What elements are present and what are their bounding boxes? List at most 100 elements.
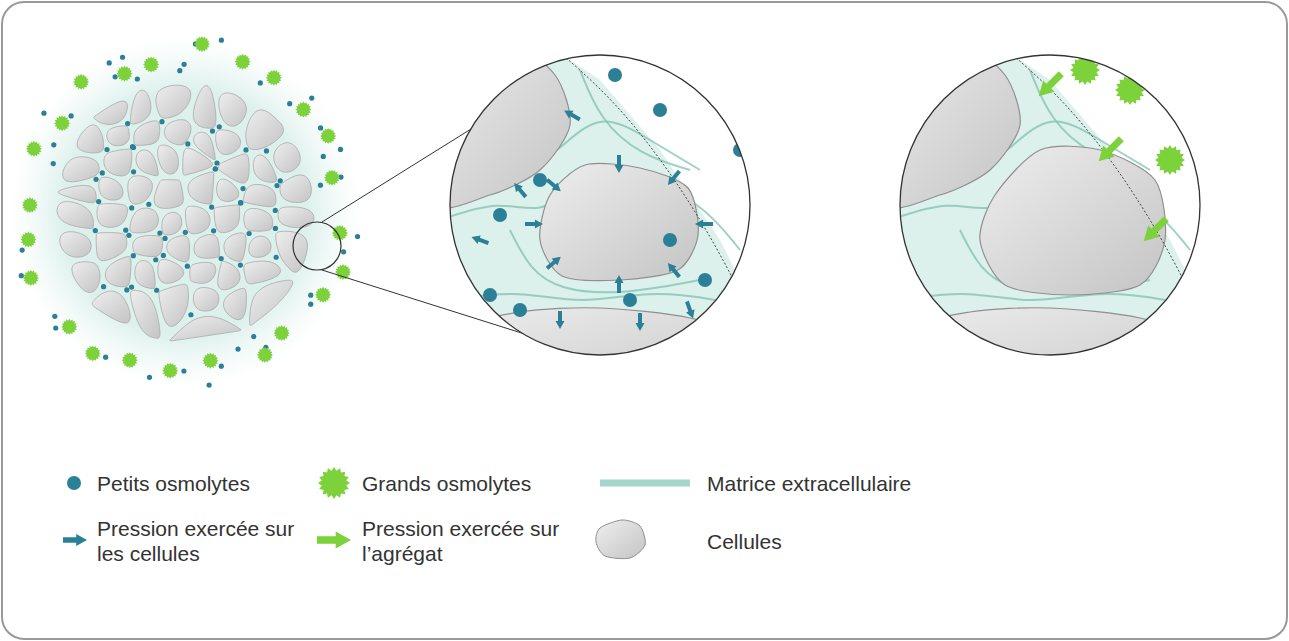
small-osmolyte <box>251 334 256 339</box>
cell <box>159 284 188 326</box>
magnified-view <box>0 0 792 406</box>
cell <box>540 163 699 280</box>
cell <box>250 280 293 325</box>
large-osmolyte <box>202 353 218 369</box>
cell-pressure-arrow <box>683 300 698 320</box>
cell <box>253 155 276 182</box>
cell <box>243 184 276 206</box>
small-osmolyte <box>274 183 279 188</box>
legend-label: Matrice extracellulaire <box>707 471 1007 496</box>
small-osmolyte <box>126 233 131 238</box>
cell <box>193 86 216 129</box>
cell <box>99 177 123 200</box>
cell <box>980 146 1166 295</box>
cell <box>193 288 218 312</box>
small-osmolyte <box>698 273 712 287</box>
small-osmolyte <box>146 202 151 207</box>
zoom-spot <box>293 222 341 270</box>
large-osmolyte <box>315 287 331 303</box>
cell <box>158 259 184 283</box>
small-osmolyte <box>129 205 134 210</box>
cell-pressure-arrow <box>664 168 682 188</box>
cell <box>156 85 191 118</box>
large-osmolyte <box>320 128 336 144</box>
large-osmolyte <box>335 264 351 280</box>
small-osmolyte <box>246 231 251 236</box>
cell-pressure-arrow <box>695 220 713 229</box>
small-osmolyte <box>211 228 216 233</box>
large-osmolyte <box>1155 145 1185 175</box>
small-osmolyte <box>238 200 243 205</box>
small-osmolyte <box>210 128 215 133</box>
cell <box>246 110 284 150</box>
small-osmolyte <box>41 111 46 116</box>
large-osmolyte <box>143 57 159 73</box>
aggregate-pressure-arrow <box>1033 68 1067 102</box>
aggregate-boundary <box>545 40 765 345</box>
small-osmolyte <box>103 355 108 360</box>
cell <box>164 120 191 145</box>
cell <box>92 291 130 323</box>
cell <box>170 316 241 340</box>
legend-label: Pression exercée sur l’agrégat <box>362 516 592 566</box>
cell <box>131 290 160 338</box>
small-osmolyte <box>493 208 507 222</box>
small-osmolyte <box>321 154 326 159</box>
cell <box>217 179 239 201</box>
large-osmolyte <box>1195 225 1225 255</box>
cell <box>418 308 792 406</box>
small-osmolyte <box>120 55 125 60</box>
large-osmolyte <box>116 66 132 82</box>
large-osmolyte <box>1175 305 1205 335</box>
small-osmolyte <box>123 228 128 233</box>
small-osmolyte <box>188 312 193 317</box>
small-osmolyte <box>217 124 222 129</box>
cell-pressure-arrow <box>615 275 624 293</box>
small-osmolyte <box>53 325 58 330</box>
large-osmolyte <box>22 197 38 213</box>
cell <box>107 126 130 146</box>
small-osmolyte <box>768 218 782 232</box>
small-osmolyte <box>159 119 164 124</box>
small-osmolyte <box>177 68 182 73</box>
small-osmolyte <box>243 147 248 152</box>
aggregate-pressure-arrow <box>1138 213 1172 247</box>
cell <box>57 202 93 229</box>
small-osmolyte <box>214 160 219 165</box>
small-osmolyte <box>258 80 263 85</box>
cell <box>133 235 163 256</box>
cell <box>219 93 247 126</box>
small-osmolyte <box>51 161 56 166</box>
cell <box>214 205 239 233</box>
cell-pressure-arrow <box>525 220 543 229</box>
cell <box>154 180 183 209</box>
small-osmolyte <box>308 302 313 307</box>
magnifier-outline <box>900 55 1200 355</box>
small-osmolyte <box>235 346 240 351</box>
cell <box>224 233 246 261</box>
cell <box>244 261 281 284</box>
cell <box>278 207 314 228</box>
small-osmolyte <box>162 236 167 241</box>
legend-label: Cellules <box>707 529 907 554</box>
cell <box>63 157 99 182</box>
cell-pressure-arrow <box>636 313 645 331</box>
large-osmolyte <box>235 54 251 70</box>
small-osmolyte <box>153 257 158 262</box>
small-osmolyte <box>308 293 313 298</box>
cell <box>135 261 155 289</box>
small-osmolyte <box>183 230 188 235</box>
small-osmolyte <box>93 228 98 233</box>
cell <box>72 262 100 293</box>
small-osmolyte <box>104 147 109 152</box>
small-osmolyte <box>213 166 218 171</box>
cell <box>94 101 128 124</box>
small-osmolyte <box>100 170 105 175</box>
small-osmolyte <box>207 382 212 387</box>
small-osmolyte <box>113 74 118 79</box>
cell <box>60 232 91 257</box>
small-osmolyte <box>219 38 224 43</box>
small-osmolyte <box>52 314 57 319</box>
large-osmolyte <box>1210 105 1240 135</box>
